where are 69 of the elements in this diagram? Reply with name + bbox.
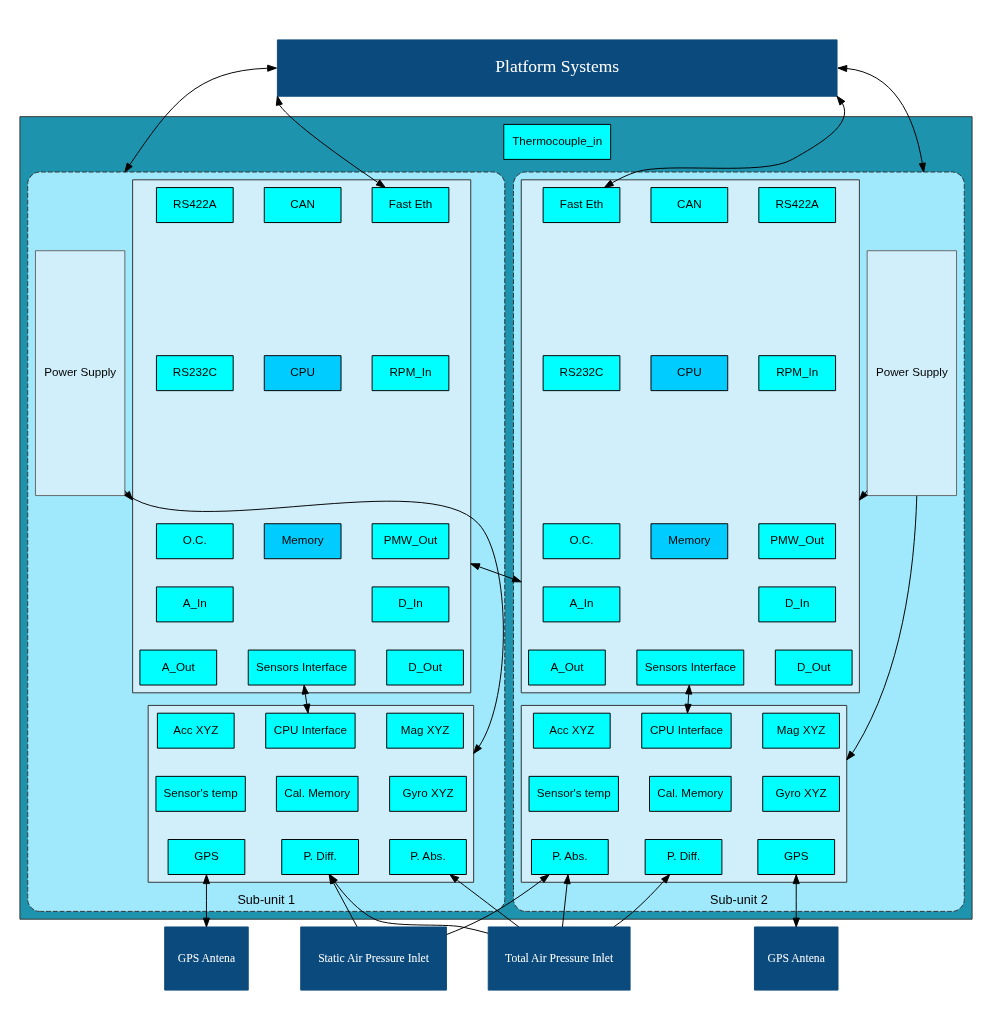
arrow [449, 874, 520, 928]
arrow [124, 492, 504, 754]
arrow [202, 874, 210, 928]
node-box: A_In [542, 586, 621, 623]
node-box: CPU [650, 355, 729, 392]
node-box: O.C. [542, 523, 621, 560]
node-box: GPS Antena [753, 926, 839, 991]
node-box: GPS [757, 839, 836, 875]
node-box: A_Out [139, 649, 218, 686]
node-box: Acc XYZ [156, 712, 235, 749]
arrow [561, 874, 571, 928]
node-box: RS232C [155, 355, 234, 392]
node-box: Sensors Interface [636, 649, 745, 686]
arrow [124, 64, 277, 173]
node-box: Static Air Pressure Inlet [300, 926, 447, 991]
node-box: RS232C [542, 355, 621, 392]
node-box: D_In [371, 586, 450, 623]
node-box: Sensor's temp [528, 775, 619, 812]
arrow [604, 95, 846, 188]
node-box: Cal. Memory [649, 775, 732, 812]
node-box: Acc XYZ [532, 712, 611, 749]
node-box: PMW_Out [758, 523, 837, 560]
node-box: Sensors Interface [247, 649, 356, 686]
arrow [846, 495, 918, 761]
node-box: Gyro XYZ [389, 775, 467, 812]
arrow [470, 563, 522, 583]
node-box: A_Out [528, 649, 606, 686]
node-box: D_Out [386, 649, 464, 686]
node-box: CAN [263, 187, 342, 224]
arrow [446, 874, 550, 936]
node-box: Mag XYZ [386, 712, 464, 749]
node-box: Total Air Pressure Inlet [487, 926, 631, 991]
node-box: RS422A [155, 187, 234, 224]
arrow [613, 874, 671, 928]
arrow [684, 684, 693, 714]
node-box: Cal. Memory [275, 775, 359, 812]
node-box: CAN [650, 187, 729, 224]
node-box: Gyro XYZ [762, 775, 840, 812]
node-box: CPU Interface [265, 712, 356, 749]
arrow [837, 64, 926, 173]
arrow [301, 684, 311, 714]
arrow [792, 874, 800, 928]
node-box: Fast Eth [371, 187, 450, 224]
node-box: CPU [263, 355, 342, 392]
node-box: A_In [155, 586, 234, 623]
node-box: Thermocouple_in [503, 123, 612, 160]
node-box: RPM_In [758, 355, 837, 392]
node-box: Fast Eth [542, 187, 621, 224]
node-box: D_Out [774, 649, 853, 686]
node-box: Platform Systems [276, 39, 838, 97]
node-box: Sensor's temp [155, 775, 246, 812]
arrow [124, 490, 134, 501]
arrow [275, 95, 386, 188]
node-box: GPS [167, 839, 246, 875]
node-box: P. Diff. [644, 839, 723, 875]
node-box: O.C. [155, 523, 234, 560]
node-box: P. Abs. [530, 839, 609, 875]
node-box: Mag XYZ [762, 712, 840, 749]
node-box: GPS Antena [164, 926, 249, 991]
node-box: Memory [650, 523, 729, 560]
node-box: D_In [758, 586, 837, 623]
arrow [858, 490, 868, 501]
node-box: P. Diff. [281, 839, 359, 875]
node-box: RPM_In [371, 355, 450, 392]
node-box: P. Abs. [389, 839, 467, 875]
node-box: Memory [263, 523, 342, 560]
node-box: RS422A [758, 187, 837, 224]
node-box: CPU Interface [641, 712, 732, 749]
node-box: PMW_Out [371, 523, 450, 560]
